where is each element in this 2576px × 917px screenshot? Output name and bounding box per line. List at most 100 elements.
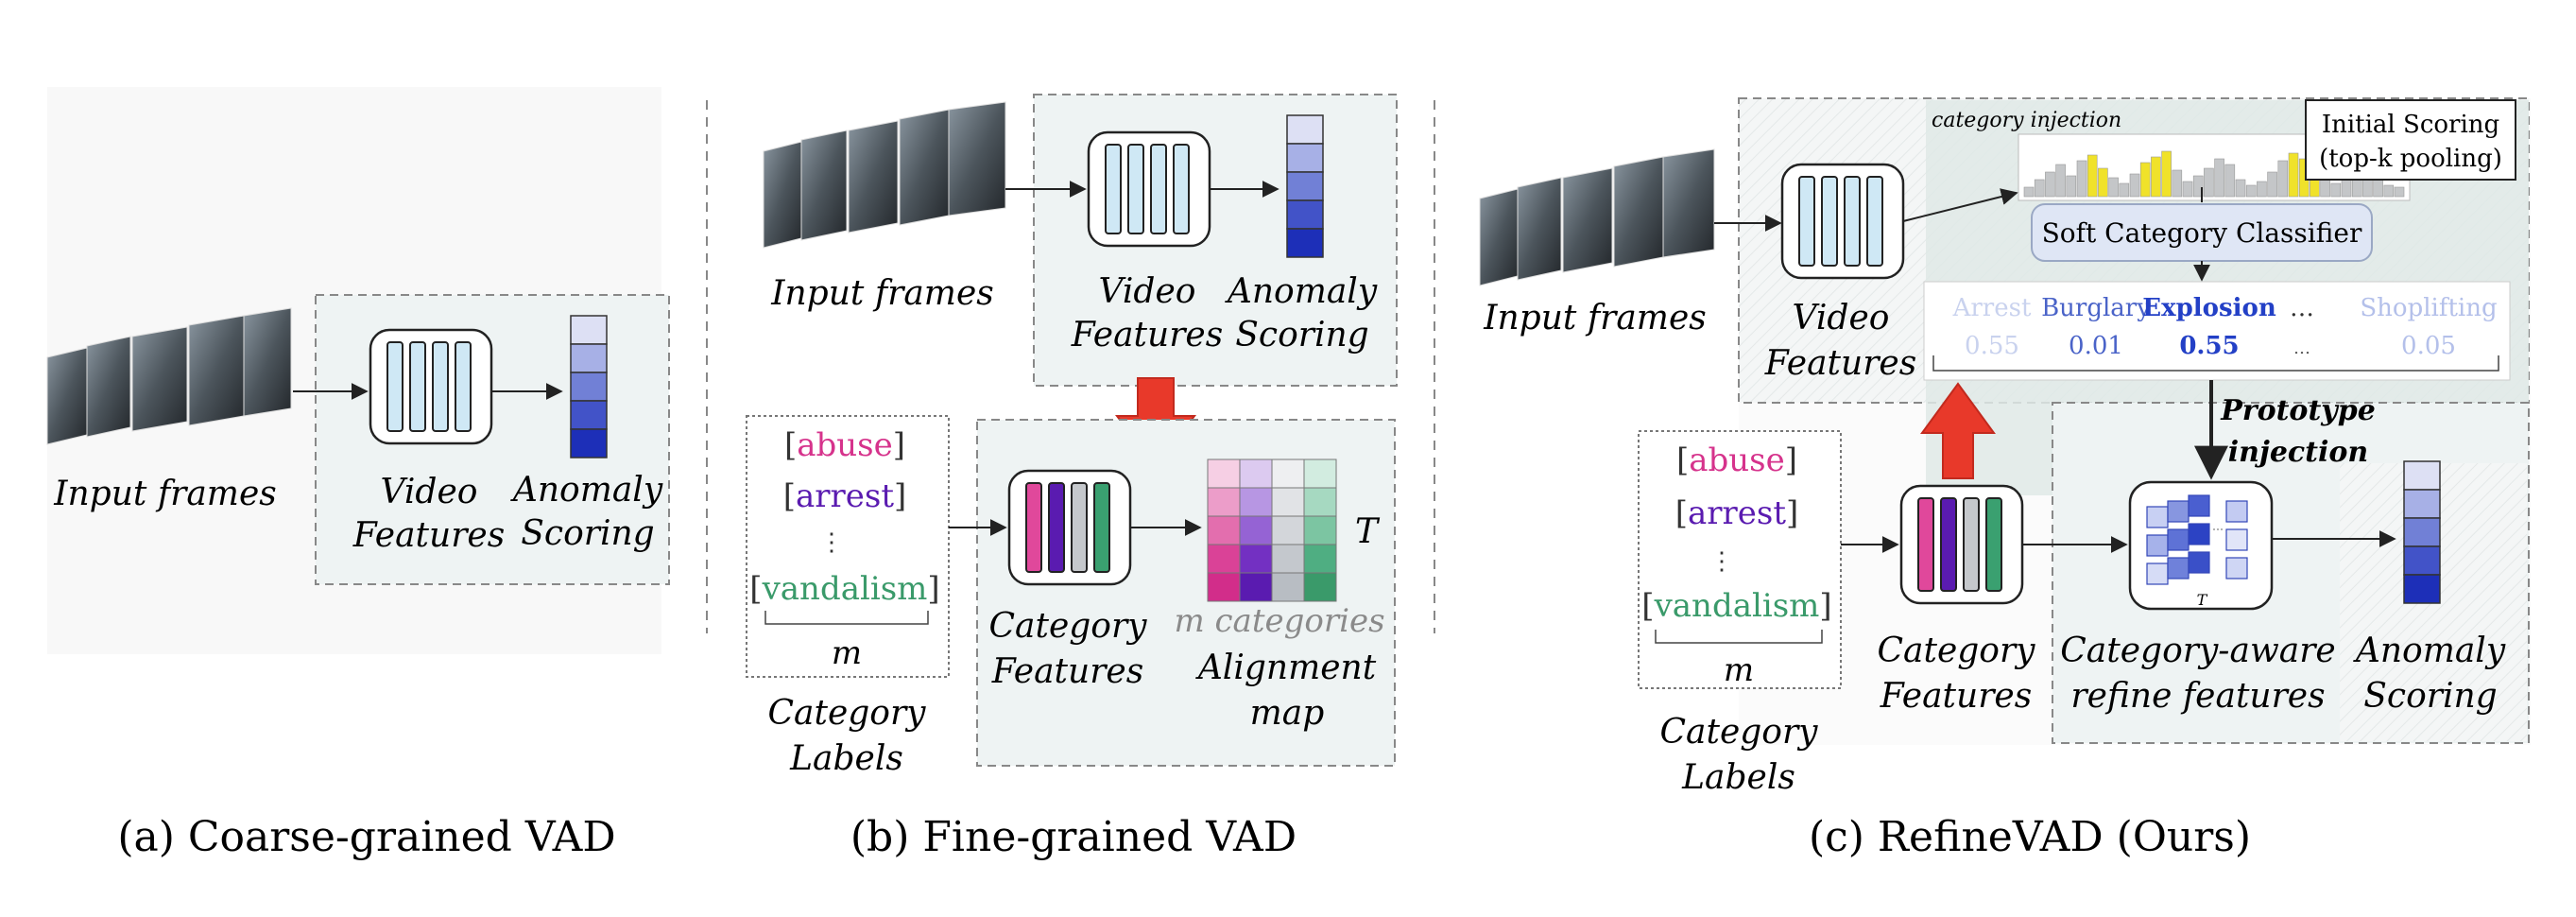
class-name: Arrest [1952, 294, 2032, 322]
histogram-bar [2267, 171, 2277, 198]
category-labels-label-c2: Labels [1681, 758, 1795, 797]
video-features-block-c [1780, 163, 1905, 280]
histogram-bar [2066, 175, 2077, 198]
video-features-label-a2: Features [352, 516, 505, 555]
category-injection-label: category injection [1932, 109, 2121, 132]
label-m-b: m [832, 634, 862, 672]
class-name: Explosion [2142, 294, 2276, 322]
soft-category-classifier-label: Soft Category Classifier [2042, 217, 2362, 249]
refine-features-block-c: T [2128, 480, 2274, 611]
panel-b: Input frames Video Features Anomaly Scor… [746, 94, 1398, 861]
anomaly-scoring-label-a2: Scoring [521, 514, 654, 553]
label-dots-c: ⋮ [1709, 547, 1734, 576]
class-name: Shoplifting [2360, 294, 2497, 322]
category-features-label-b2: Features [991, 652, 1143, 691]
histogram-bar [2257, 181, 2267, 198]
histogram-bar [2034, 179, 2045, 198]
brace-m-c [1655, 630, 1823, 644]
brace-m-b [764, 611, 929, 625]
anomaly-score-bar-b [1286, 114, 1324, 258]
histogram-bar [2161, 150, 2172, 198]
label-arrest-c: [arrest] [1675, 494, 1799, 532]
anomaly-scoring-label-b2: Scoring [1235, 316, 1368, 355]
category-features-label-c1: Category [1877, 632, 2035, 670]
anomaly-scoring-label-c2: Scoring [2363, 677, 2497, 716]
anomaly-scoring-label-a1: Anomaly [510, 471, 663, 510]
histogram-bar [2235, 179, 2246, 198]
histogram-bar [2204, 167, 2214, 198]
class-name: … [2290, 294, 2314, 322]
category-features-label-b1: Category [988, 607, 1147, 646]
anomaly-score-bar-c [2403, 460, 2441, 604]
label-abuse-b: [abuse] [784, 426, 905, 464]
cube-T-c: T [2197, 591, 2208, 609]
panel-c: category injection Initial Scoring (top-… [1479, 97, 2531, 861]
panel-a: Input frames Video Features Anomaly Scor… [46, 87, 670, 861]
label-arrest-b: [arrest] [783, 477, 907, 515]
class-score: 0.05 [2401, 332, 2456, 360]
histogram-bar [2288, 152, 2299, 198]
category-labels-box-b [746, 415, 950, 678]
alignment-map-b [1207, 458, 1337, 602]
prototype-label-1: Prototype [2220, 394, 2376, 427]
video-features-block-b [1087, 130, 1211, 248]
histogram-bar [2108, 177, 2119, 198]
histogram-bar [2383, 184, 2395, 198]
label-dots-b: ⋮ [819, 528, 844, 557]
alignment-label-b2: map [1250, 694, 1325, 733]
category-features-block-b [1007, 469, 1132, 586]
prototype-label-2: injection [2228, 436, 2369, 469]
video-features-block-a [369, 328, 493, 445]
label-abuse-c: [abuse] [1676, 441, 1797, 479]
histogram-bar [2394, 186, 2405, 198]
histogram-bar [2341, 179, 2352, 198]
label-vandalism-b: [vandalism] [749, 570, 939, 608]
input-frames-b [763, 101, 1006, 249]
class-score: … [2293, 338, 2310, 358]
map-T-b: T [1355, 512, 1381, 551]
video-features-label-b2: Features [1071, 316, 1223, 355]
histogram-bar [2277, 160, 2289, 198]
anomaly-score-bar-a [570, 315, 608, 458]
input-frames-a [46, 307, 292, 445]
histogram-bar [2076, 160, 2087, 198]
initial-scoring-label-1: Initial Scoring [2322, 111, 2499, 139]
category-labels-label-c1: Category [1659, 713, 1818, 752]
red-arrow-up-c [1920, 382, 1996, 479]
histogram-bar [2139, 162, 2151, 198]
video-features-label-a1: Video [381, 473, 478, 511]
class-score: 0.55 [1965, 332, 2019, 360]
initial-scoring-box [2305, 99, 2516, 181]
category-labels-label-b1: Category [767, 694, 926, 733]
histogram-bar [2119, 182, 2130, 198]
m-categories-b: m categories [1174, 602, 1384, 640]
class-name: Burglary [2041, 294, 2151, 322]
label-vandalism-c: [vandalism] [1641, 587, 1831, 625]
video-features-label-c2: Features [1764, 344, 1916, 383]
caption-c: (c) RefineVAD (Ours) [1809, 813, 2251, 861]
histogram-bar [2172, 169, 2183, 198]
class-score-table [1923, 281, 2511, 381]
histogram-bar [2098, 167, 2108, 198]
histogram-bar [2245, 184, 2257, 198]
class-score-brace [1932, 355, 2499, 372]
class-score: 0.55 [2179, 332, 2239, 360]
input-frames-c [1479, 148, 1715, 286]
histogram-bar [2087, 154, 2098, 198]
histogram-bar [2023, 186, 2035, 198]
category-labels-box-c [1638, 430, 1842, 689]
caption-a: (a) Coarse-grained VAD [117, 813, 615, 861]
video-features-label-c1: Video [1793, 299, 1890, 337]
input-frames-label-b: Input frames [770, 274, 993, 313]
label-m-c: m [1724, 651, 1754, 689]
category-labels-label-b2: Labels [789, 739, 903, 778]
anomaly-scoring-label-b1: Anomaly [1225, 272, 1378, 311]
histogram-bar [2224, 164, 2236, 198]
initial-scoring-label-2: (top-k pooling) [2319, 145, 2502, 173]
histogram-bar [2214, 158, 2224, 198]
class-score: 0.01 [2069, 332, 2123, 360]
category-features-block-c [1899, 484, 2024, 605]
histogram-bar [2330, 182, 2342, 198]
histogram-bar [2055, 164, 2066, 198]
